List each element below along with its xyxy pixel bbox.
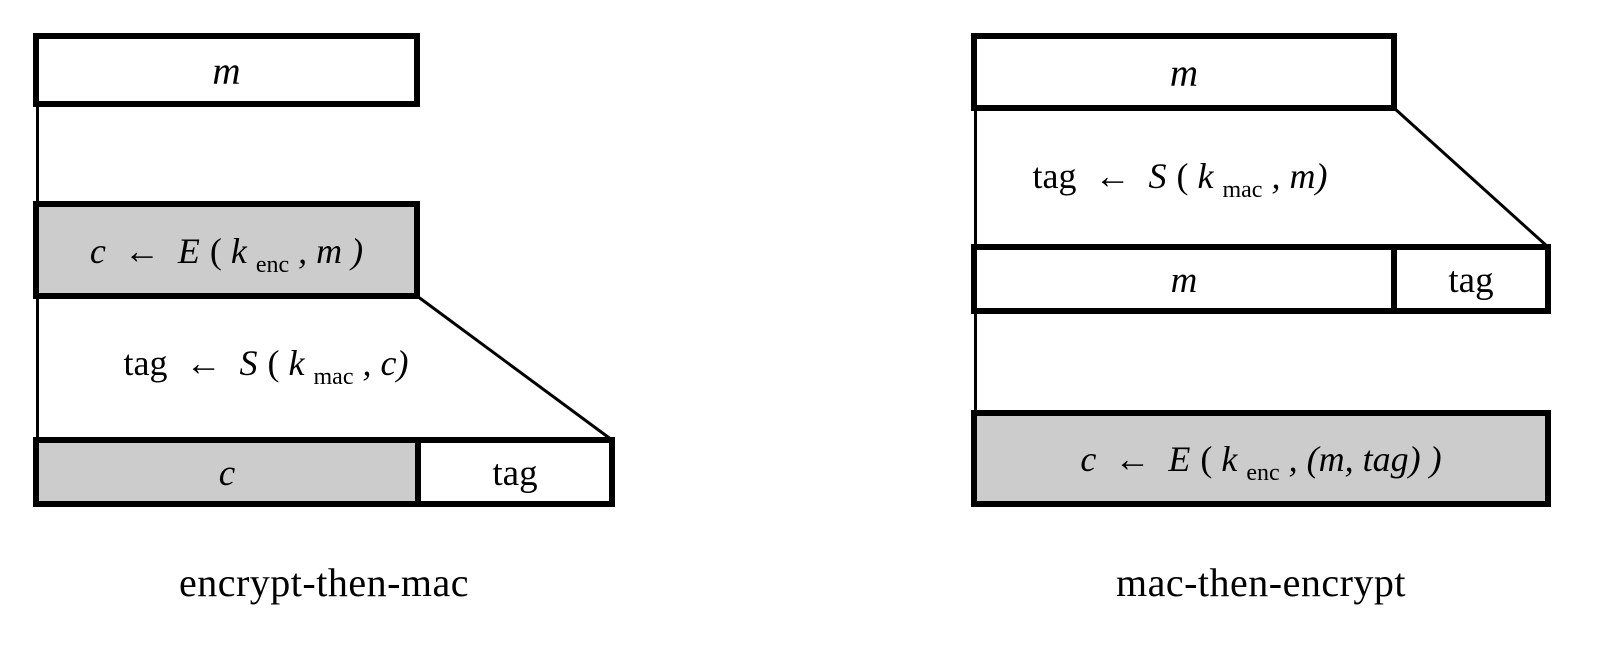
- panel-encrypt-then-mac: m c ← E ( k enc , m ) tag ← S ( k mac , …: [33, 33, 615, 605]
- label-left-encrypt-open: (: [210, 231, 222, 271]
- label-left-mac-arrow: ←: [186, 343, 222, 383]
- label-left-encrypt-arrow: ←: [124, 231, 160, 271]
- label-right-mac-k: k: [1198, 156, 1215, 196]
- label-left-mac-tail: , c): [362, 343, 408, 383]
- label-right-encrypt-arrow: ←: [1114, 439, 1150, 479]
- label-left-encrypt-E: E: [177, 231, 200, 271]
- label-right-encrypt-open: (: [1200, 439, 1212, 479]
- label-left-encrypt: c ← E ( k enc , m ): [90, 231, 363, 280]
- label-right-mid-tag: tag: [1448, 260, 1493, 301]
- block-right-mid-tag: [1391, 244, 1551, 314]
- label-right-mac-tail: , m): [1271, 156, 1327, 196]
- label-right-mac: tag ← S ( k mac , m): [1033, 156, 1328, 205]
- label-right-m-top: m: [1170, 52, 1198, 95]
- label-left-m-top: m: [212, 50, 240, 93]
- label-right-encrypt-c: c: [1080, 439, 1096, 479]
- block-left-output-tag: [415, 437, 615, 507]
- label-left-mac-tag: tag: [124, 343, 168, 383]
- caption-mac-then-encrypt: mac-then-encrypt: [1116, 560, 1406, 605]
- caption-encrypt-then-mac: encrypt-then-mac: [179, 560, 469, 605]
- label-left-mac-S: S: [240, 343, 258, 383]
- label-left-output-tag: tag: [492, 453, 537, 494]
- label-left-output-c: c: [219, 453, 236, 494]
- label-left-encrypt-c: c: [90, 231, 106, 271]
- label-left-mac-k: k: [289, 343, 306, 383]
- label-right-encrypt: c ← E ( k enc , (m, tag) ): [1080, 439, 1441, 488]
- block-right-m-top: [971, 33, 1397, 111]
- block-left-encrypt: [33, 201, 420, 299]
- label-right-mac-tag: tag: [1033, 156, 1077, 196]
- label-left-encrypt-tail: , m ): [298, 231, 363, 271]
- label-right-mac-open: (: [1177, 156, 1189, 196]
- label-right-mid-m: m: [1171, 260, 1198, 301]
- label-right-mac-arrow: ←: [1095, 156, 1131, 196]
- label-left-encrypt-k: k: [231, 231, 248, 271]
- left-diagonal-connector: [416, 294, 613, 442]
- panel-mac-then-encrypt: m tag ← S ( k mac , m) m tag c ← E: [971, 33, 1551, 605]
- block-left-m-top: [33, 33, 420, 107]
- label-left-mac: tag ← S ( k mac , c): [124, 343, 409, 392]
- label-right-mac-sub: mac: [1222, 177, 1262, 203]
- label-left-mac-open: (: [268, 343, 280, 383]
- label-right-encrypt-k: k: [1221, 439, 1238, 479]
- right-diagonal-connector: [1392, 106, 1550, 249]
- label-left-mac-sub: mac: [314, 364, 354, 390]
- block-left-output-c: [33, 437, 421, 507]
- label-left-encrypt-sub: enc: [256, 252, 289, 278]
- label-right-encrypt-E: E: [1167, 439, 1190, 479]
- label-right-encrypt-tail: , (m, tag) ): [1289, 439, 1442, 479]
- label-right-encrypt-sub: enc: [1246, 460, 1279, 486]
- label-right-mac-S: S: [1149, 156, 1167, 196]
- block-right-encrypt: [971, 410, 1551, 507]
